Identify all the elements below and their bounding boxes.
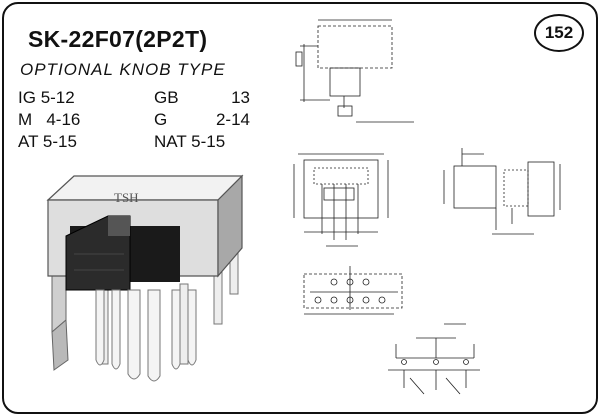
front-view-drawing bbox=[293, 153, 389, 247]
pcb-layout-drawing bbox=[303, 266, 403, 315]
page-number-badge: 152 bbox=[534, 14, 584, 52]
knob-code-left: M 4-16 bbox=[18, 110, 81, 129]
knob-code-right: NAT 5-15 bbox=[154, 132, 226, 151]
knob-code-row: AT 5-15 NAT 5-15 bbox=[18, 132, 258, 154]
slider-knob bbox=[65, 215, 131, 291]
brand-mark: TSH bbox=[114, 190, 139, 205]
knob-code-left: AT 5-15 bbox=[18, 132, 77, 151]
product-illustration: TSH bbox=[46, 174, 244, 382]
top-view-drawing bbox=[295, 19, 414, 123]
knob-code-left: IG 5-12 bbox=[18, 88, 75, 107]
subtitle: OPTIONAL KNOB TYPE bbox=[20, 60, 226, 79]
technical-drawings bbox=[293, 19, 561, 395]
circuit-schematic bbox=[388, 323, 480, 395]
model-title: SK-22F07(2P2T) bbox=[28, 26, 208, 52]
side-view-drawing bbox=[443, 148, 561, 235]
terminal-pins bbox=[95, 289, 197, 382]
